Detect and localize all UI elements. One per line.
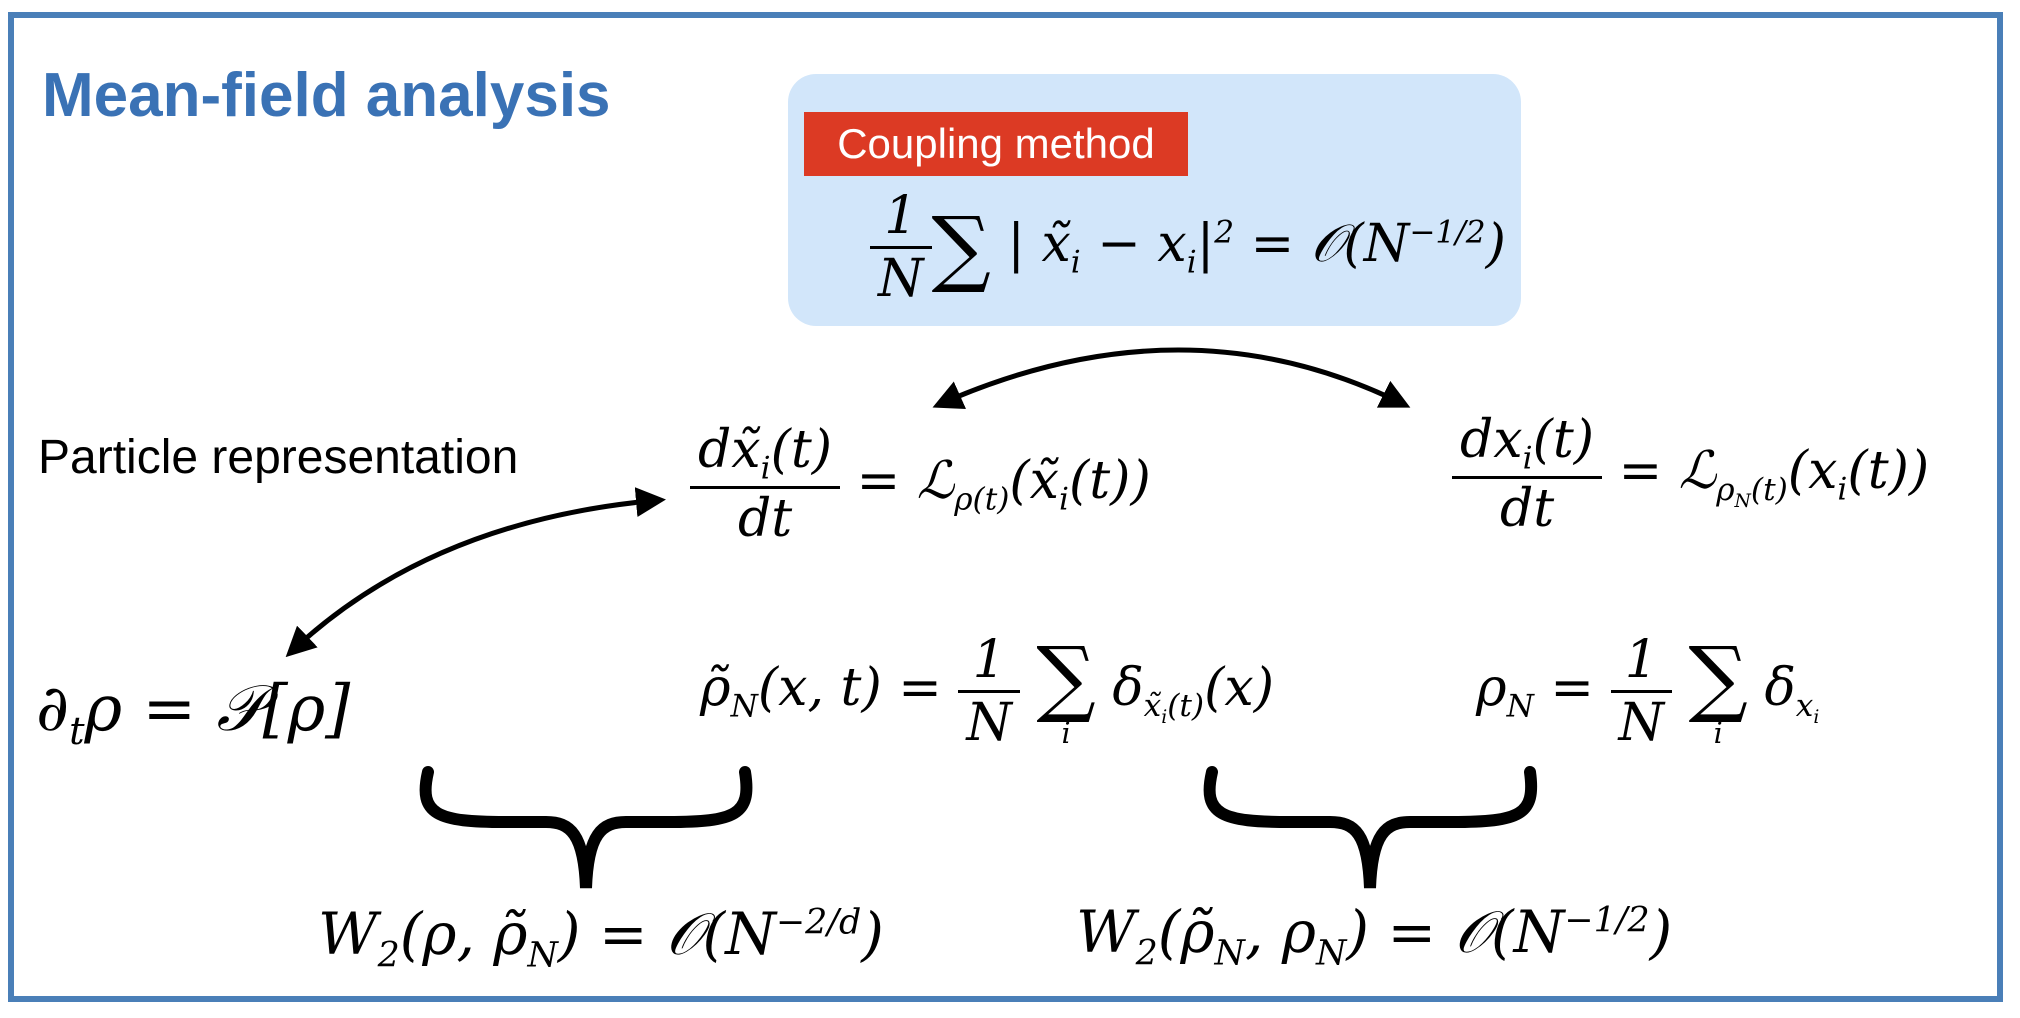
empirical-measure: ρN = 1 N ∑i δxi xyxy=(1476,628,1820,753)
particle-representation-label: Particle representation xyxy=(38,431,519,484)
tilde-ode-fraction: dx̃i(t) dt xyxy=(690,420,841,549)
particle-representation-double-arrow xyxy=(285,487,666,658)
page-title: Mean-field analysis xyxy=(42,61,611,130)
w2-right-estimate: W2(ρ̃N, ρN) = 𝒪(N−1/2) xyxy=(1076,898,1673,974)
ode-fraction: dxi(t) dt xyxy=(1452,410,1603,539)
coupling-double-arrow xyxy=(932,347,1411,409)
coupling-fraction: 1 N xyxy=(870,186,932,309)
coupling-tag: Coupling method xyxy=(804,112,1188,176)
left-brace xyxy=(419,766,753,889)
coupling-equation: 1 N ∑ | x̃i − xi|2 = 𝒪(N−1/2) xyxy=(870,186,1506,309)
diagram-frame xyxy=(8,12,2003,1002)
ode-equation: dxi(t) dt = ℒρN(t)(xi(t)) xyxy=(1452,410,1929,539)
tilde-empirical-measure: ρ̃N(x, t) = 1 N ∑i δx̃i(t)(x) xyxy=(700,628,1275,753)
tilde-ode-equation: dx̃i(t) dt = ℒρ(t)(x̃i(t)) xyxy=(690,420,1151,549)
right-brace xyxy=(1203,766,1538,889)
pde-equation: ∂tρ = 𝒫[ρ] xyxy=(36,672,351,754)
w2-left-estimate: W2(ρ, ρ̃N) = 𝒪(N−2/d) xyxy=(318,900,884,976)
